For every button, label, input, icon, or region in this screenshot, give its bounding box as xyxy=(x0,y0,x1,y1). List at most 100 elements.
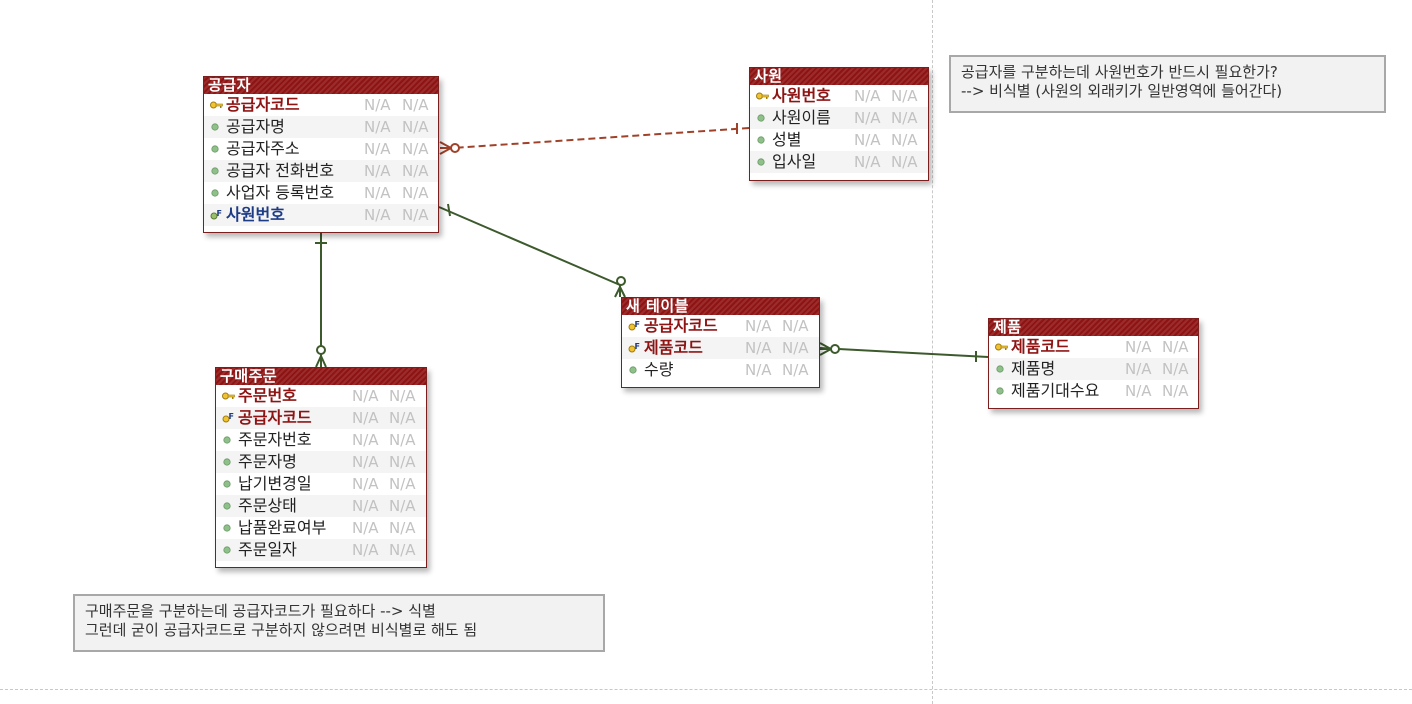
primary-key-icon xyxy=(995,336,1008,358)
attribute-type: N/A xyxy=(352,475,379,493)
relationship-supplier-purchaseorder[interactable] xyxy=(315,233,327,368)
note-bottom-left[interactable]: 구매주문을 구분하는데 공급자코드가 필요하다 --> 식별 그런데 굳이 공급… xyxy=(73,594,605,652)
attribute-row[interactable]: 입사일 N/A N/A xyxy=(750,151,928,173)
attribute-type: N/A xyxy=(352,497,379,515)
attribute-name: 입사일 xyxy=(772,152,817,171)
attribute-name: 납품완료여부 xyxy=(238,518,327,537)
attribute-name: 사업자 등록번호 xyxy=(226,183,335,202)
attribute-nullable: N/A xyxy=(389,541,416,559)
attribute-nullable: N/A xyxy=(891,153,918,171)
svg-text:F: F xyxy=(635,320,640,329)
primary-key-icon xyxy=(222,385,235,407)
attribute-type: N/A xyxy=(364,118,391,136)
attribute-row[interactable]: 주문일자 N/A N/A xyxy=(216,539,426,561)
entity-title: 구매주문 xyxy=(216,368,426,385)
attribute-dot-icon xyxy=(995,358,1007,380)
attribute-nullable: N/A xyxy=(891,109,918,127)
attribute-nullable: N/A xyxy=(402,96,429,114)
attribute-nullable: N/A xyxy=(389,519,416,537)
attribute-type: N/A xyxy=(364,184,391,202)
attribute-name: 제품코드 xyxy=(1011,337,1070,356)
attribute-type: N/A xyxy=(1125,360,1152,378)
attribute-dot-icon xyxy=(222,539,234,561)
note-line: 그런데 굳이 공급자코드로 구분하지 않으려면 비식별로 해도 됨 xyxy=(85,621,478,639)
attribute-name: 사원번호 xyxy=(772,86,831,105)
svg-text:F: F xyxy=(229,412,234,421)
attribute-nullable: N/A xyxy=(1162,382,1189,400)
note-line: 공급자를 구분하는데 사원번호가 반드시 필요한가? xyxy=(961,63,1278,81)
attribute-dot-icon xyxy=(210,182,222,204)
note-top-right[interactable]: 공급자를 구분하는데 사원번호가 반드시 필요한가? --> 비식별 (사원의 … xyxy=(949,55,1386,113)
attribute-name: 공급자코드 xyxy=(238,408,312,427)
foreign-key-icon: F xyxy=(210,204,222,226)
relationship-supplier-newtable[interactable] xyxy=(438,203,626,298)
attribute-row[interactable]: 사업자 등록번호 N/A N/A xyxy=(204,182,438,204)
attribute-nullable: N/A xyxy=(782,317,809,335)
attribute-nullable: N/A xyxy=(389,409,416,427)
attribute-name: 납기변경일 xyxy=(238,474,312,493)
attribute-nullable: N/A xyxy=(402,184,429,202)
attribute-dot-icon xyxy=(995,380,1007,402)
note-line: 구매주문을 구분하는데 공급자코드가 필요하다 --> 식별 xyxy=(85,602,436,620)
entity-title: 사원 xyxy=(750,68,928,85)
relationship-employee-supplier[interactable] xyxy=(439,123,750,155)
attribute-nullable: N/A xyxy=(402,206,429,224)
attribute-row[interactable]: 수량 N/A N/A xyxy=(622,359,819,381)
attribute-name: 주문상태 xyxy=(238,496,297,515)
attribute-name: 주문일자 xyxy=(238,540,297,559)
relationship-product-newtable[interactable] xyxy=(819,342,989,362)
pk-fk-icon: F xyxy=(222,407,234,429)
attribute-type: N/A xyxy=(352,541,379,559)
attribute-name: 공급자명 xyxy=(226,117,285,136)
attribute-name: 성별 xyxy=(772,130,802,149)
attribute-type: N/A xyxy=(854,109,881,127)
attribute-type: N/A xyxy=(854,87,881,105)
attribute-type: N/A xyxy=(352,387,379,405)
attribute-nullable: N/A xyxy=(402,140,429,158)
attribute-name: 사원이름 xyxy=(772,108,831,127)
attribute-row[interactable]: 공급자명 N/A N/A xyxy=(204,116,438,138)
attribute-row[interactable]: 사원이름 N/A N/A xyxy=(750,107,928,129)
attribute-name: 수량 xyxy=(644,360,674,379)
attribute-dot-icon xyxy=(222,517,234,539)
attribute-nullable: N/A xyxy=(402,162,429,180)
attribute-nullable: N/A xyxy=(402,118,429,136)
attribute-name: 주문자번호 xyxy=(238,430,312,449)
attribute-type: N/A xyxy=(745,361,772,379)
attribute-type: N/A xyxy=(364,96,391,114)
attribute-dot-icon xyxy=(222,429,234,451)
attribute-nullable: N/A xyxy=(782,361,809,379)
pk-fk-icon: F xyxy=(628,315,640,337)
attribute-type: N/A xyxy=(854,153,881,171)
attribute-type: N/A xyxy=(1125,382,1152,400)
attribute-dot-icon xyxy=(222,451,234,473)
page-boundary-horizontal xyxy=(0,689,1412,690)
attribute-type: N/A xyxy=(854,131,881,149)
attribute-dot-icon xyxy=(628,359,640,381)
